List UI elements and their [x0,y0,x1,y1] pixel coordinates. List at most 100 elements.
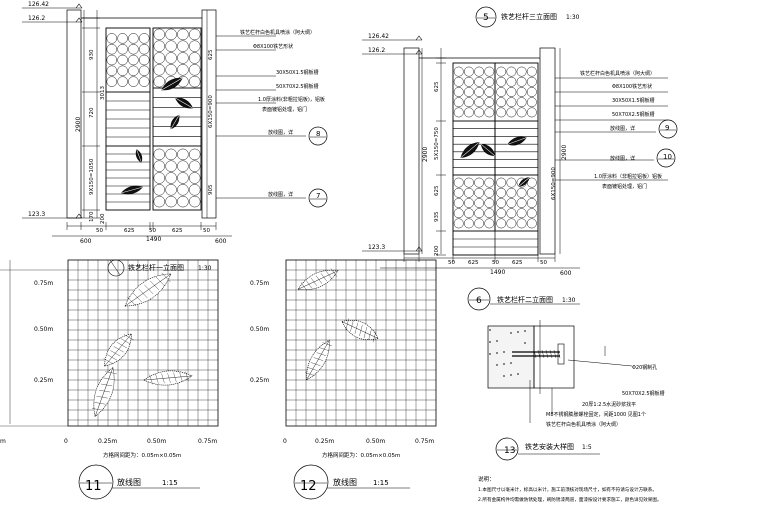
dim-label: 2900 [422,147,429,162]
aggregate-dot [517,373,520,376]
ring-motif [506,198,517,208]
leaf-vein [341,321,379,339]
dim-label: 170 [89,211,95,222]
left-post [66,9,82,219]
grid-frame [67,259,219,427]
ring-motif [153,28,166,41]
dim-label: 625 [124,228,135,234]
ring-motif [474,66,485,77]
ring-motif [526,208,537,219]
ring-motif [177,64,189,76]
ring-motif [188,195,201,208]
leaf-ornament [120,185,144,195]
axis-label-y: 0.25m [250,377,269,384]
ring-motif [463,66,474,77]
ring-motif [463,218,474,229]
axis-label-y: 0.75m [250,280,269,287]
leaf-vein [124,273,172,307]
dim-label: 9X150=1050 [89,158,95,195]
level-triangle [415,35,423,41]
ring-motif [117,54,128,66]
notes-heading: 说明： [478,475,495,483]
leaf-ornament [161,77,183,91]
leaf-outline [124,272,172,307]
leaf-ornament [170,114,180,130]
detail-ref-number: 10 [663,153,672,161]
leaf-vein [507,137,527,145]
axis-label-x: 0 [283,438,287,445]
callout-note: 1.0厚涂料(非粗拉铝板)，铝板 [258,96,325,103]
ring-motif [453,208,464,219]
dim-label: 3013 [100,86,106,100]
axis-label-y: 0.25m [34,377,53,384]
detail-ref-number: 8 [316,130,320,138]
title-bubble [467,287,491,311]
detail-ref-bubble [658,119,678,139]
dim-label: 6X150=900 [208,95,214,128]
general-notes: 说明： 1.本图尺寸以毫米计，标高以米计，施工前须核对现场尺寸，如有不符请与设计… [478,475,662,503]
axis-label-x: 0.50m [366,438,385,445]
callout-note: 铁艺栏杆白色机具喷涂（阿大绸） [546,421,621,428]
callout-note: 放线图，详 [268,191,293,198]
callout-note: 50X70X2.5钢板槽 [276,83,319,90]
thread [533,349,537,359]
ring-motif [453,66,464,77]
circle-panel-frame [452,174,496,232]
dim-label: 600 [560,270,572,277]
right-post [201,9,217,219]
circle-panel-frame [494,62,539,122]
dim-label: 50 [448,260,455,266]
dim-label: 1490 [146,236,161,243]
aggregate-dot [524,342,527,345]
ring-motif [188,75,201,88]
ring-motif [138,76,150,87]
dim-label: 50 [96,228,103,234]
elevation-1-scale: 1:30 [198,265,212,272]
ring-motif [516,97,527,108]
ring-motif [496,187,507,198]
ring-motif [526,66,537,77]
callout-note: 放线图，详 [610,155,635,162]
ring-motif [153,148,166,161]
circle-panel-frame [452,62,496,122]
ring-motif [496,87,507,97]
ring-motif [165,148,177,161]
left-post [403,47,420,255]
callout-note: 1.0厚涂料（非粗拉铝板）铝板 [594,173,662,180]
leaf-vein [161,77,183,91]
thread [557,349,561,359]
dim-label: 200 [100,213,106,224]
ring-motif [177,195,189,208]
drawing-number: 12 [300,479,317,494]
ring-motif [165,195,177,208]
right-post [539,47,556,255]
dim-label: 1490 [490,269,505,276]
ring-motif [496,208,507,219]
detail-ref-bubble [308,188,328,208]
ring-motif [117,43,128,55]
nut [557,343,565,365]
elevation-1-title: 铁艺栏杆一立面图 [128,263,184,272]
ring-motif [484,87,495,97]
leaf-outline [103,333,134,367]
leaf-vein [175,97,193,109]
ring-motif [106,76,118,87]
ring-motif [496,97,507,108]
dim-label: 625 [512,260,523,266]
ring-motif [106,33,118,44]
thread [541,349,545,359]
ring-motif [526,198,537,208]
grid-frame [285,259,437,427]
leaf-ornament [174,97,194,109]
ring-motif [526,218,537,229]
circle-panel-frame [494,174,539,232]
dim-label: 600 [215,238,227,245]
ring-motif [496,66,507,77]
dim-label: 5X150=750 [434,127,440,160]
drawing-title: 放线图 [117,477,141,487]
ring-motif [474,97,485,108]
ring-motif [526,97,537,108]
elevation-1-labels: 126.42 126.2 123.3 930 720 3013 9X150=10… [28,1,325,272]
ring-motif [153,75,166,88]
ring-motif [474,107,485,118]
